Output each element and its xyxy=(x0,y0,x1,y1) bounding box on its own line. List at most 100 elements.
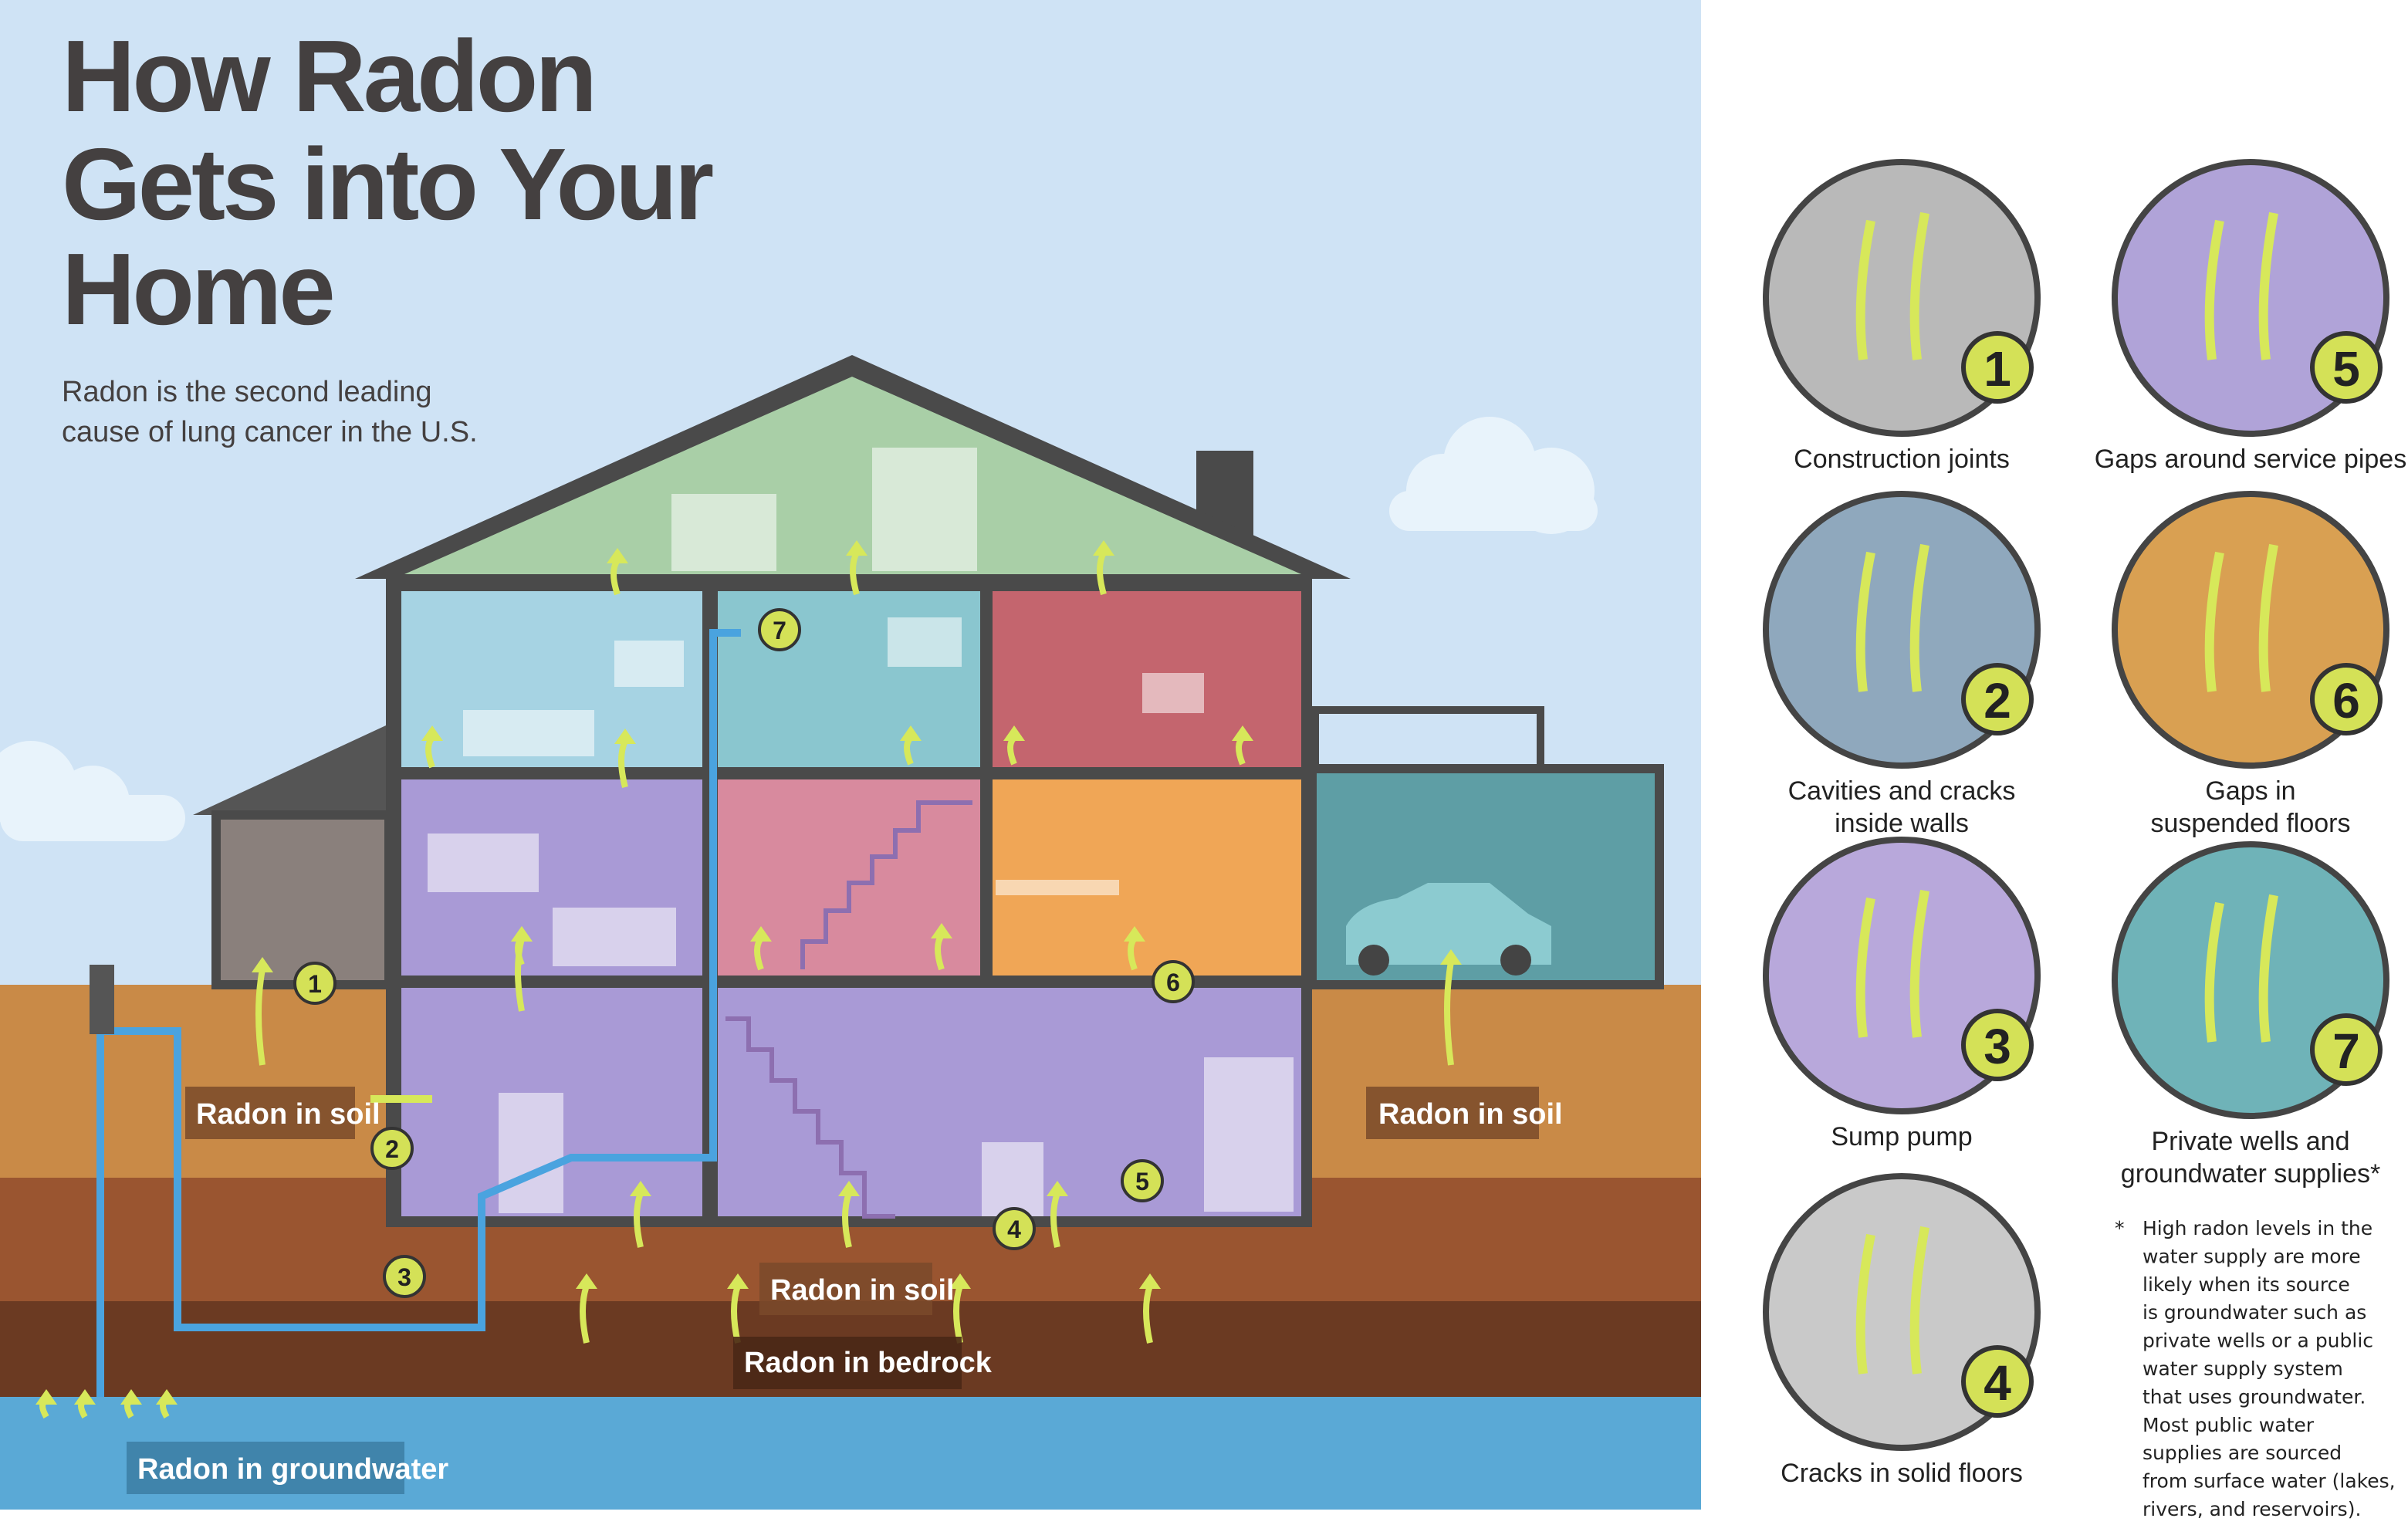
radon-arrow xyxy=(580,1284,590,1344)
entry-point-label: Private wells and xyxy=(2151,1127,2349,1156)
arrow-head-icon xyxy=(1139,1273,1161,1289)
arrow-head-icon xyxy=(607,548,628,563)
entry-point-label: Construction joints xyxy=(1794,445,2010,474)
entry-point-label: inside walls xyxy=(1835,809,1969,838)
badge-6 xyxy=(1152,960,1195,1003)
stairs xyxy=(725,800,972,1219)
badge-3 xyxy=(383,1255,426,1298)
water-pipe xyxy=(96,629,741,1397)
arrow-head-icon xyxy=(630,1181,651,1196)
arrow-head-icon xyxy=(1232,725,1253,741)
cloud xyxy=(1389,417,1598,534)
arrow-head-icon xyxy=(511,926,533,942)
label-box xyxy=(1366,1087,1539,1139)
footnote-marker: * xyxy=(2115,1217,2125,1239)
badge-3 xyxy=(1961,1009,2034,1081)
badge-number: 7 xyxy=(773,617,786,644)
badge-number: 1 xyxy=(1984,341,2011,397)
title-line-3: Home xyxy=(62,232,333,346)
title-line-2: Gets into Your xyxy=(62,127,713,241)
radon-arrow xyxy=(953,1284,963,1344)
radon-arrows xyxy=(36,540,1462,1418)
arrow-head-icon xyxy=(614,729,636,744)
arrow-head-icon xyxy=(949,1273,971,1289)
entry-point-label: suspended floors xyxy=(2151,809,2351,838)
radon-arrow xyxy=(2204,211,2278,360)
radon-arrow xyxy=(1143,1284,1153,1344)
label-radon-in-groundwater: Radon in groundwater xyxy=(137,1453,448,1486)
label-box xyxy=(759,1263,932,1315)
footnote-line: High radon levels in the xyxy=(2143,1217,2372,1239)
left-annex xyxy=(211,810,394,989)
arrow-head-icon xyxy=(36,1389,57,1405)
arrow-head-icon xyxy=(421,725,443,741)
label-radon-in-soil-right: Radon in soil xyxy=(1378,1098,1563,1131)
label-box xyxy=(127,1442,404,1494)
arrow-head-icon xyxy=(120,1389,142,1405)
badge-6 xyxy=(2310,663,2383,735)
radon-arrow xyxy=(1855,1226,1929,1375)
arrow-head-icon xyxy=(931,923,952,938)
entry-point-label: Gaps around service pipes xyxy=(2095,445,2406,474)
badge-number: 7 xyxy=(2332,1023,2360,1079)
kitchen xyxy=(993,779,1301,976)
radon-arrow xyxy=(731,1284,741,1344)
arrow-head-icon xyxy=(156,1389,178,1405)
entry-point-label: Cavities and cracks xyxy=(1788,776,2016,806)
entry-point-label: Cracks in solid floors xyxy=(1781,1459,2023,1488)
badge-7 xyxy=(2310,1013,2383,1086)
badge-2 xyxy=(370,1127,414,1170)
footnote-line: water supply are more xyxy=(2143,1245,2361,1267)
radon-arrow xyxy=(2204,894,2278,1043)
badge-4 xyxy=(993,1207,1036,1250)
badge-1 xyxy=(1961,331,2034,404)
footnote-line: is groundwater such as xyxy=(2143,1301,2366,1324)
badge-5 xyxy=(2310,331,2383,404)
arrow-head-icon xyxy=(1440,949,1462,965)
badge-number: 3 xyxy=(397,1263,411,1291)
arrow-head-icon xyxy=(1047,1181,1068,1196)
arrow-head-icon xyxy=(74,1389,96,1405)
badge-4 xyxy=(1961,1345,2034,1418)
badge-number: 5 xyxy=(1135,1168,1149,1195)
label-radon-in-soil-center: Radon in soil xyxy=(770,1274,955,1307)
arrow-head-icon xyxy=(750,926,772,942)
badge-number: 2 xyxy=(385,1135,399,1163)
badge-5 xyxy=(1121,1159,1164,1202)
subtitle-line-1: Radon is the second leading xyxy=(62,376,432,408)
label-box xyxy=(733,1337,962,1389)
car xyxy=(1346,883,1551,976)
title-line-1: How Radon xyxy=(62,19,594,133)
radon-arrow xyxy=(255,969,265,1066)
footnote-line: Most public water xyxy=(2143,1414,2315,1436)
furniture xyxy=(428,448,1294,1216)
arrow-head-icon xyxy=(900,725,922,741)
footnote-line: water supply system xyxy=(2143,1358,2343,1380)
subtitle-line-2: cause of lung cancer in the U.S. xyxy=(62,416,478,448)
footnote: High radon levels in the water supply are… xyxy=(2143,1217,2396,1520)
arrow-head-icon xyxy=(1124,926,1145,942)
footnote-line: from surface water (lakes, xyxy=(2143,1470,2396,1493)
radon-arrow xyxy=(1855,543,1929,692)
badge-number: 4 xyxy=(1984,1355,2011,1411)
cloud xyxy=(0,741,185,841)
badge-number: 6 xyxy=(1166,969,1180,996)
balcony-railing xyxy=(1311,706,1544,773)
label-radon-in-bedrock: Radon in bedrock xyxy=(744,1347,993,1379)
arrow-head-icon xyxy=(1093,540,1114,556)
badge-1 xyxy=(293,962,337,1005)
arrow-head-icon xyxy=(1003,725,1025,741)
badge-number: 1 xyxy=(308,970,322,998)
attic xyxy=(404,377,1301,574)
footnote-line: that uses groundwater. xyxy=(2143,1385,2366,1408)
footnote-line: rivers, and reservoirs). xyxy=(2143,1498,2361,1520)
badge-number: 3 xyxy=(1984,1019,2011,1074)
